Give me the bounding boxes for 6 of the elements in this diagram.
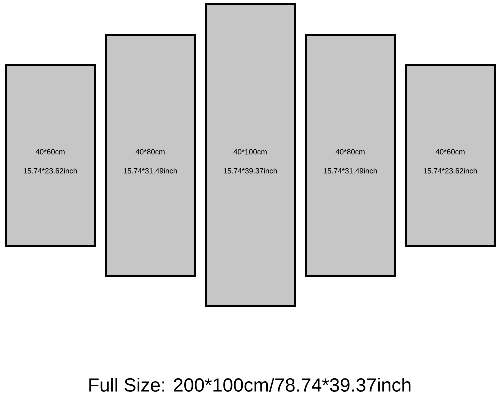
panel-box <box>5 64 96 247</box>
panel-box <box>405 64 496 247</box>
panel-box <box>305 34 396 277</box>
panel-box <box>205 3 296 307</box>
caption: Full Size: 200*100cm/78.74*39.37inch <box>90 378 411 392</box>
panel-box <box>105 34 196 277</box>
